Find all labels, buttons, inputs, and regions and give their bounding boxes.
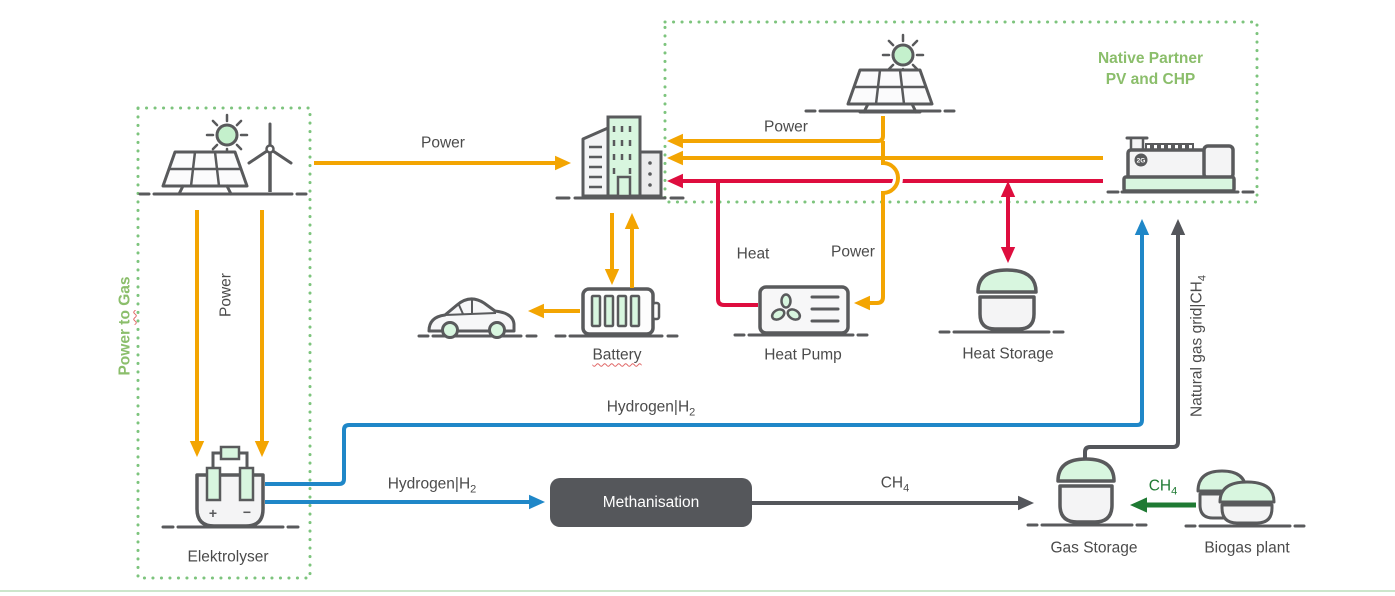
wind-turbine-icon	[247, 122, 293, 192]
label-biogas-plant: Biogas plant	[1204, 539, 1290, 557]
label-hydrogen-top-sub: 2	[689, 406, 696, 419]
label-native-partner-line1: Native Partner	[1097, 50, 1204, 67]
biogas-plant-icon	[1196, 469, 1276, 525]
gas-storage-icon	[1056, 457, 1116, 524]
label-hydrogen-bottom: Hydrogen|H2	[388, 475, 477, 496]
label-methanisation: Methanisation	[602, 493, 700, 511]
label-hydrogen-top: Hydrogen|H2	[607, 398, 696, 419]
flow-nativepv-to-building-power	[666, 116, 885, 149]
label-ptg-3: Gas	[116, 276, 134, 311]
label-ptg-1: Power	[116, 324, 134, 376]
flow-heatpump-to-building-heat	[716, 181, 758, 307]
label-gas-storage: Gas Storage	[1050, 539, 1138, 557]
chp-badge-label: 2G	[1137, 158, 1146, 165]
flow-electrolyser-to-chp-hydrogen	[265, 218, 1150, 486]
flow-gasstorage-to-chp-naturalgas	[1083, 218, 1186, 459]
heat-pump-icon	[758, 285, 850, 335]
label-power-left: Power	[421, 134, 465, 152]
label-ch4-meth-text: CH	[880, 474, 904, 492]
power-to-gas-box	[136, 106, 312, 580]
label-power-to-gas: Power to Gas	[117, 276, 136, 375]
label-battery-text: Battery	[592, 346, 642, 364]
label-native-partner: Native Partner PV and CHP	[1083, 48, 1218, 90]
electrolyser-minus: −	[243, 504, 251, 520]
building-icon	[581, 115, 663, 198]
car-icon	[427, 297, 516, 339]
flow-nativepv-to-heatpump-power	[853, 141, 900, 311]
label-heat-storage: Heat Storage	[962, 345, 1054, 363]
label-power-heat-pump: Power	[831, 243, 875, 261]
ground-lines	[138, 109, 1306, 529]
label-elektrolyser: Elektrolyser	[187, 548, 269, 566]
label-heat-pump: Heat Pump	[764, 346, 842, 364]
label-hydrogen-bottom-sub: 2	[470, 483, 477, 496]
label-heat: Heat	[736, 245, 770, 263]
label-ch4-meth-sub: 4	[903, 482, 910, 495]
label-ch4-biogas: CH4	[1149, 477, 1178, 498]
label-native-partner-line2: PV and CHP	[1105, 71, 1196, 88]
label-power-pv: Power	[764, 118, 808, 136]
electrolyser-icon: + −	[195, 445, 265, 528]
chp-badge	[1134, 153, 1148, 167]
label-ptg-2: to	[116, 310, 134, 325]
native-partner-box	[663, 20, 1259, 204]
label-ch4-methanisation: CH4	[881, 474, 910, 495]
label-ch4-biogas-sub: 4	[1171, 485, 1178, 498]
methanisation-box: Methanisation	[550, 478, 752, 527]
label-natural-gas-sub: 4	[1196, 275, 1209, 282]
label-ch4-biogas-text: CH	[1148, 477, 1172, 495]
battery-icon	[581, 287, 661, 336]
chp-generator-icon: 2G	[1122, 136, 1236, 193]
label-natural-gas-text: Natural gas grid|CH	[1188, 281, 1206, 417]
label-hydrogen-top-text: Hydrogen|H	[606, 398, 690, 416]
label-hydrogen-bottom-text: Hydrogen|H	[387, 475, 471, 493]
electrolyser-plus: +	[209, 505, 217, 521]
label-battery: Battery	[592, 347, 641, 366]
heat-storage-icon	[976, 268, 1038, 331]
label-natural-gas-grid: Natural gas grid|CH4	[1188, 275, 1209, 417]
label-power-vertical: Power	[217, 273, 235, 317]
